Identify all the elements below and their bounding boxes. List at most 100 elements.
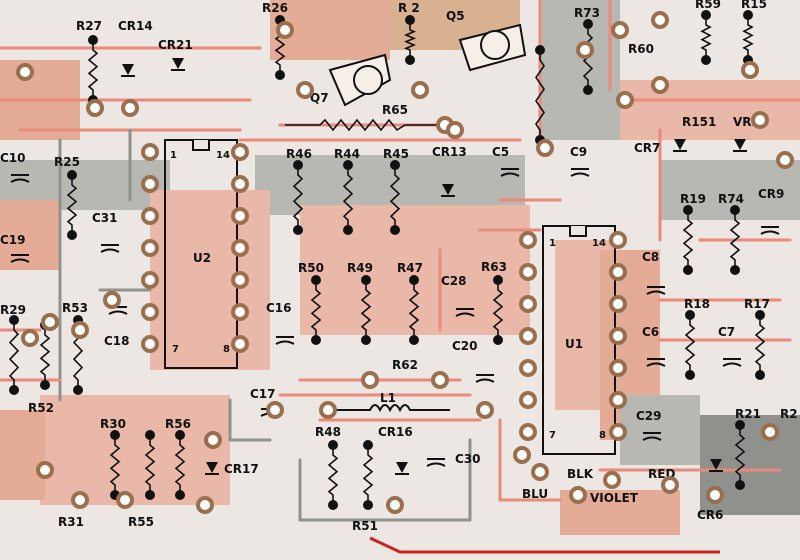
solder-pad	[476, 401, 494, 419]
solder-pad	[41, 313, 59, 331]
ic-pad	[519, 327, 537, 345]
resistor-pad	[743, 10, 753, 20]
label-r18: R18	[684, 297, 710, 311]
label-r31: R31	[58, 515, 84, 529]
capacitor-plate	[108, 310, 128, 315]
diode-symbol	[674, 139, 686, 150]
resistor-pad	[735, 480, 745, 490]
label-r48: R48	[315, 425, 341, 439]
label-r73: R73	[574, 6, 600, 20]
resistor-symbol	[742, 15, 754, 60]
u1-pin-8: 8	[599, 430, 606, 441]
solder-pad	[16, 63, 34, 81]
resistor-pad	[730, 265, 740, 275]
resistor-symbol	[389, 165, 401, 230]
resistor-symbol	[360, 280, 372, 340]
ic-pad	[609, 391, 627, 409]
label-r2b: R2	[780, 407, 798, 421]
ic-pad	[609, 327, 627, 345]
resistor-pad	[701, 55, 711, 65]
label-c29: C29	[636, 409, 662, 423]
label-c8: C8	[642, 250, 659, 264]
label-r25: R25	[54, 155, 80, 169]
resistor-symbol	[310, 280, 322, 340]
resistor-pad	[493, 335, 503, 345]
label-r50: R50	[298, 261, 324, 275]
resistor-pad	[390, 225, 400, 235]
label-r63: R63	[481, 260, 507, 274]
transistor-q7-symbol	[328, 53, 392, 107]
resistor-pad	[311, 275, 321, 285]
transistor-q5-symbol	[458, 23, 527, 72]
resistor-pad	[361, 275, 371, 285]
diode-symbol	[172, 58, 184, 69]
capacitor-plate	[100, 248, 120, 253]
label-c17: C17	[250, 387, 276, 401]
resistor-pad	[40, 380, 50, 390]
capacitor-plate	[10, 178, 30, 183]
label-l1: L1	[380, 391, 396, 405]
capacitor-symbols	[10, 168, 780, 467]
label-r44: R44	[334, 147, 360, 161]
capacitor-plate	[642, 436, 662, 441]
solder-pad	[411, 81, 429, 99]
ic-pad	[231, 207, 249, 225]
label-r53: R53	[62, 301, 88, 315]
label-c31: C31	[92, 211, 118, 225]
label-r26: R26	[262, 1, 288, 15]
label-c10: C10	[0, 151, 26, 165]
resistor-pad	[328, 500, 338, 510]
label-r47: R47	[397, 261, 423, 275]
label-r2: R 2	[398, 1, 420, 15]
resistor-pad	[145, 490, 155, 500]
solder-pad	[761, 423, 779, 441]
solder-pad	[116, 491, 134, 509]
solder-pad	[651, 11, 669, 29]
resistor-pad	[735, 420, 745, 430]
solder-pad	[386, 496, 404, 514]
resistor-symbol	[700, 15, 712, 60]
resistor-pad	[9, 315, 19, 325]
resistor-pad	[293, 225, 303, 235]
label-r45: R45	[383, 147, 409, 161]
resistor-pad	[73, 385, 83, 395]
resistor-pad	[755, 310, 765, 320]
diode-symbol	[710, 459, 722, 470]
ic-pad	[141, 143, 159, 161]
resistor-pad	[409, 275, 419, 285]
solder-pad	[706, 486, 724, 504]
label-c6: C6	[642, 325, 659, 339]
solder-pad	[576, 41, 594, 59]
resistor-pad	[583, 19, 593, 29]
resistor-symbol	[754, 315, 766, 375]
capacitor-plate	[570, 172, 590, 177]
label-c30: C30	[455, 452, 481, 466]
ic-pads	[141, 143, 627, 441]
resistor-pad	[683, 265, 693, 275]
ic-pad	[141, 271, 159, 289]
capacitor-plate	[426, 462, 446, 467]
resistor-pad	[293, 160, 303, 170]
label-cr9: CR9	[758, 187, 784, 201]
ic-pad	[609, 359, 627, 377]
solder-pad	[71, 321, 89, 339]
solder-pad	[319, 401, 337, 419]
diode-symbol	[206, 462, 218, 473]
label-r62: R62	[392, 358, 418, 372]
resistor-pad	[685, 310, 695, 320]
resistor-symbol	[109, 435, 121, 495]
ic-pad	[519, 359, 537, 377]
resistor-pad	[685, 370, 695, 380]
label-c9: C9	[570, 145, 587, 159]
ic-pad	[519, 295, 537, 313]
ic-pad	[609, 263, 627, 281]
label-r74: R74	[718, 192, 744, 206]
resistor-pad	[67, 170, 77, 180]
ic-pad	[231, 335, 249, 353]
resistor-pad	[390, 160, 400, 170]
resistor-symbol	[327, 445, 339, 505]
label-q7: Q7	[310, 91, 329, 105]
resistor-symbol	[66, 175, 78, 235]
resistor-symbol	[408, 280, 420, 340]
resistor-symbol	[144, 435, 156, 495]
